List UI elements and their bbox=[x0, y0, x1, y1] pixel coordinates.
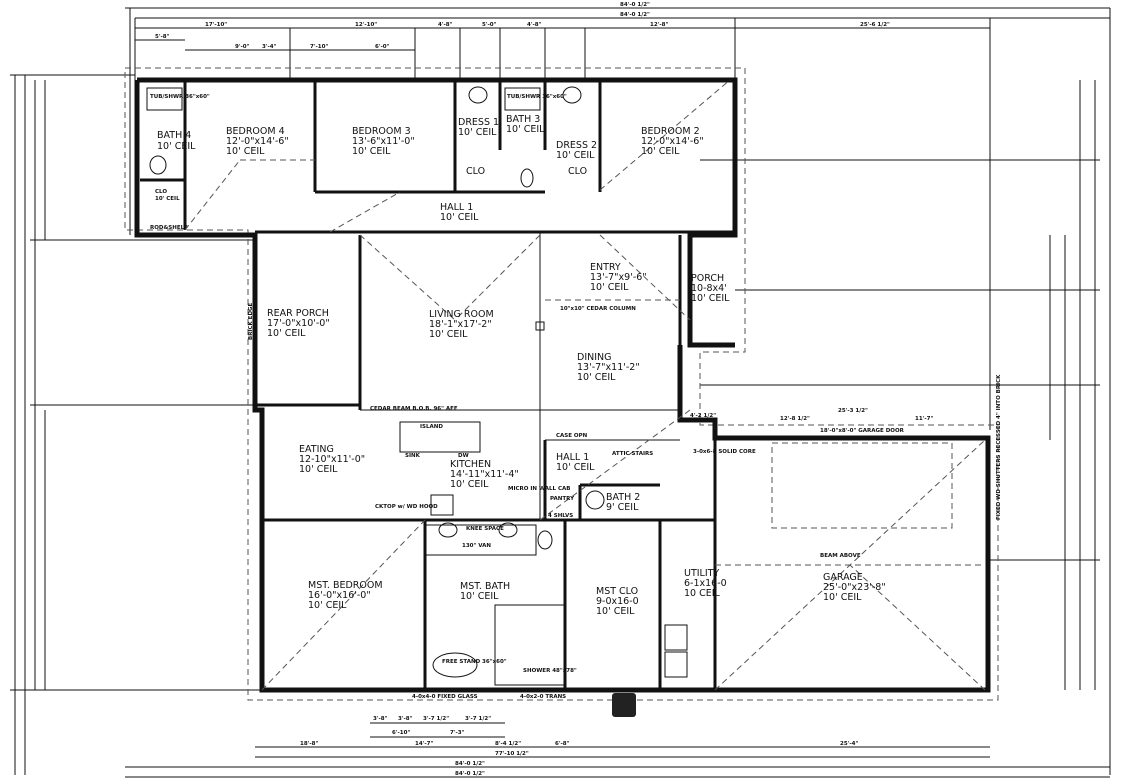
annotations: TUB/SHWR 36"x60" TUB/SHWR 36"x60" ROD&SH… bbox=[150, 94, 1002, 700]
dim: 17'-10" bbox=[205, 22, 227, 28]
note-shutters: FIXED WD SHUTTERS RECESSED 4" INTO BRICK bbox=[996, 374, 1002, 520]
room-clo1: CLO bbox=[466, 166, 485, 177]
dim: 12'-8 1/2" bbox=[780, 416, 810, 422]
note-rodshelf: ROD&SHELF bbox=[150, 225, 188, 231]
note-fixed-glass: 4-0x4-0 FIXED GLASS bbox=[412, 694, 478, 700]
note-van: 130" VAN bbox=[462, 543, 491, 549]
bottom-dimensions: 18'-8" 14'-7" 8'-4 1/2" 6'-8" 25'-4" 3'-… bbox=[125, 408, 1110, 778]
note-micro: MICRO IN WALL CAB bbox=[508, 486, 570, 492]
dim: 4'-8" bbox=[527, 22, 542, 28]
dim: 5'-0" bbox=[482, 22, 497, 28]
note-shelves: 4 SHLVS bbox=[548, 513, 573, 519]
note-knee: KNEE SPACE bbox=[466, 526, 504, 532]
exterior-walls bbox=[134, 77, 991, 693]
dim: 12'-10" bbox=[355, 22, 377, 28]
roof-outline bbox=[124, 67, 999, 701]
note-tub: TUB/SHWR 36"x60" bbox=[150, 94, 210, 100]
dim: 6'-8" bbox=[555, 741, 570, 747]
dim: 8'-4 1/2" bbox=[495, 741, 521, 747]
dim: 9'-0" bbox=[235, 44, 250, 50]
dim: 25'-4" bbox=[840, 741, 858, 747]
top-dimensions: 84'-0 1/2" 84'-0 1/2" 17'-10" 12'-10" 4'… bbox=[125, 2, 1111, 775]
note-cktop: CKTOP w/ WD HOOD bbox=[375, 504, 438, 510]
dim: 18'-8" bbox=[300, 741, 318, 747]
side-dimensions bbox=[10, 74, 1100, 775]
dim: 3'-7 1/2" bbox=[465, 716, 491, 722]
dim: 6'-10" bbox=[392, 730, 410, 736]
dim: 12'-8" bbox=[650, 22, 668, 28]
dim: 6'-0" bbox=[375, 44, 390, 50]
note-freestand: FREE STAND 36"x60" bbox=[442, 659, 507, 665]
dim: 3'-8" bbox=[373, 716, 388, 722]
dim-total: 77'-10 1/2" bbox=[495, 751, 529, 757]
note-tub: TUB/SHWR 36"x60" bbox=[507, 94, 567, 100]
note-beam-above: BEAM ABOVE bbox=[820, 553, 861, 559]
dim: 3'-4" bbox=[262, 44, 277, 50]
note-garage-door: 18'-0"x8'-0" GARAGE DOOR bbox=[820, 428, 905, 434]
note-solid-core: 3-0x6-8 SOLID CORE bbox=[693, 449, 756, 455]
dim-overall: 84'-0 1/2" bbox=[455, 761, 485, 767]
dim: 11'-7" bbox=[915, 416, 933, 422]
dim: 25'-3 1/2" bbox=[838, 408, 868, 414]
dim-overall: 84'-0 1/2" bbox=[620, 2, 650, 8]
dim: 14'-7" bbox=[415, 741, 433, 747]
dim: 7'-10" bbox=[310, 44, 328, 50]
dim: 3'-8" bbox=[398, 716, 413, 722]
note-sink: SINK bbox=[405, 453, 421, 459]
note-cedar-column: 10"x10" CEDAR COLUMN bbox=[560, 306, 636, 312]
dim: 25'-6 1/2" bbox=[860, 22, 890, 28]
note-attic: ATTIC STAIRS bbox=[612, 451, 653, 457]
dim: 4'-8" bbox=[438, 22, 453, 28]
note-brick-edge: BRICK EDGE bbox=[248, 302, 254, 340]
dim-overall: 84'-0 1/2" bbox=[620, 12, 650, 18]
room-pantry: PANTRY bbox=[550, 496, 575, 502]
interior-walls bbox=[140, 80, 735, 690]
dim: 3'-7 1/2" bbox=[423, 716, 449, 722]
dim: 7'-3" bbox=[450, 730, 465, 736]
note-trans: 4-0x2-0 TRANS bbox=[520, 694, 566, 700]
room-clo2: CLO bbox=[568, 166, 587, 177]
dim-overall: 84'-0 1/2" bbox=[455, 771, 485, 777]
note-dw: DW bbox=[458, 453, 469, 459]
note-case-opn: CASE OPN bbox=[556, 433, 588, 439]
note-shower: SHOWER 48"x78" bbox=[523, 668, 577, 674]
detail-lines bbox=[146, 79, 986, 717]
note-island: ISLAND bbox=[420, 424, 443, 430]
dim: 5'-8" bbox=[155, 34, 170, 40]
dim: 4'-2 1/2" bbox=[690, 413, 716, 419]
note-cedar-beam: CEDAR BEAM B.O.B. 96" AFF bbox=[370, 406, 458, 412]
